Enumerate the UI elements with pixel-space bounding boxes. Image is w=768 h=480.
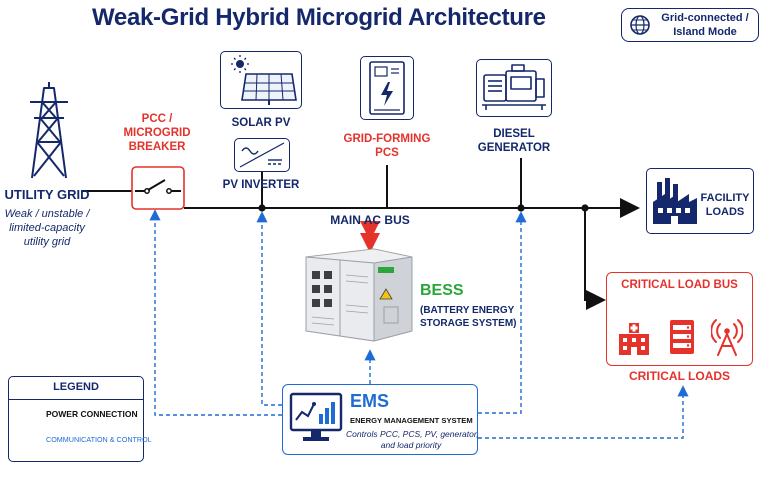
pcs-line2: PCS — [375, 147, 399, 159]
transmission-tower-icon — [30, 82, 68, 179]
bus-junctions — [258, 204, 589, 212]
breaker-switch-icon — [131, 166, 185, 210]
diesel-line2: GENERATOR — [477, 142, 551, 154]
critical-loads-label: CRITICAL LOADS — [628, 369, 731, 383]
diesel-generator-icon — [482, 64, 546, 110]
bess-label: BESS — [420, 282, 464, 299]
ems-desc2: and load priority — [380, 440, 442, 450]
server-icon — [670, 320, 694, 354]
mode-line2: Island Mode — [673, 26, 737, 38]
main-ac-bus-label: MAIN AC BUS — [330, 213, 410, 227]
legend-comm-label: COMMUNICATION & CONTROL — [46, 435, 152, 444]
antenna-icon — [711, 319, 743, 356]
ems-subtitle: ENERGY MANAGEMENT SYSTEM — [350, 416, 473, 425]
legend-power-label: POWER CONNECTION — [46, 409, 138, 419]
utility-grid-label: UTILITY GRID — [4, 187, 90, 202]
legend-divider — [9, 399, 143, 400]
bess-line1: (BATTERY ENERGY — [420, 305, 515, 316]
page-title: Weak-Grid Hybrid Microgrid Architecture — [92, 4, 546, 31]
facility-line1: FACILITY — [700, 192, 750, 204]
utility-grid-desc1: Weak / unstable / — [4, 208, 90, 220]
mode-line1: Grid-connected / — [661, 12, 749, 24]
inverter-icon — [239, 142, 285, 168]
pcc-line3: BREAKER — [128, 141, 186, 153]
hospital-icon — [619, 323, 649, 355]
communication-lines — [149, 209, 689, 439]
facility-line2: LOADS — [705, 206, 745, 218]
factory-icon — [653, 178, 697, 224]
legend-title: LEGEND — [53, 381, 99, 393]
utility-grid-desc3: utility grid — [23, 236, 71, 248]
diesel-generator-box — [476, 59, 552, 117]
mode-badge — [621, 8, 759, 42]
battery-cabinet-icon — [305, 248, 413, 342]
solar-panel-icon — [231, 55, 297, 105]
globe-icon — [630, 15, 650, 35]
critical-load-bus-label: CRITICAL LOAD BUS — [621, 279, 738, 291]
pcc-line2: MICROGRID — [123, 127, 191, 139]
pcs-cabinet-icon — [369, 61, 405, 115]
solar-pv-label: SOLAR PV — [231, 117, 291, 129]
pv-inverter-label: PV INVERTER — [222, 179, 300, 191]
bess-line2: STORAGE SYSTEM) — [420, 318, 517, 329]
pcc-line1: PCC / — [141, 113, 173, 125]
ems-label: EMS — [350, 391, 390, 411]
monitor-chart-icon — [289, 392, 343, 441]
utility-grid-desc2: limited-capacity — [9, 222, 85, 234]
pcs-line1: GRID-FORMING — [343, 133, 431, 145]
ems-desc1: Controls PCC, PCS, PV, generator, — [346, 429, 479, 439]
legend-box — [8, 376, 144, 462]
diesel-line1: DIESEL — [493, 128, 535, 140]
